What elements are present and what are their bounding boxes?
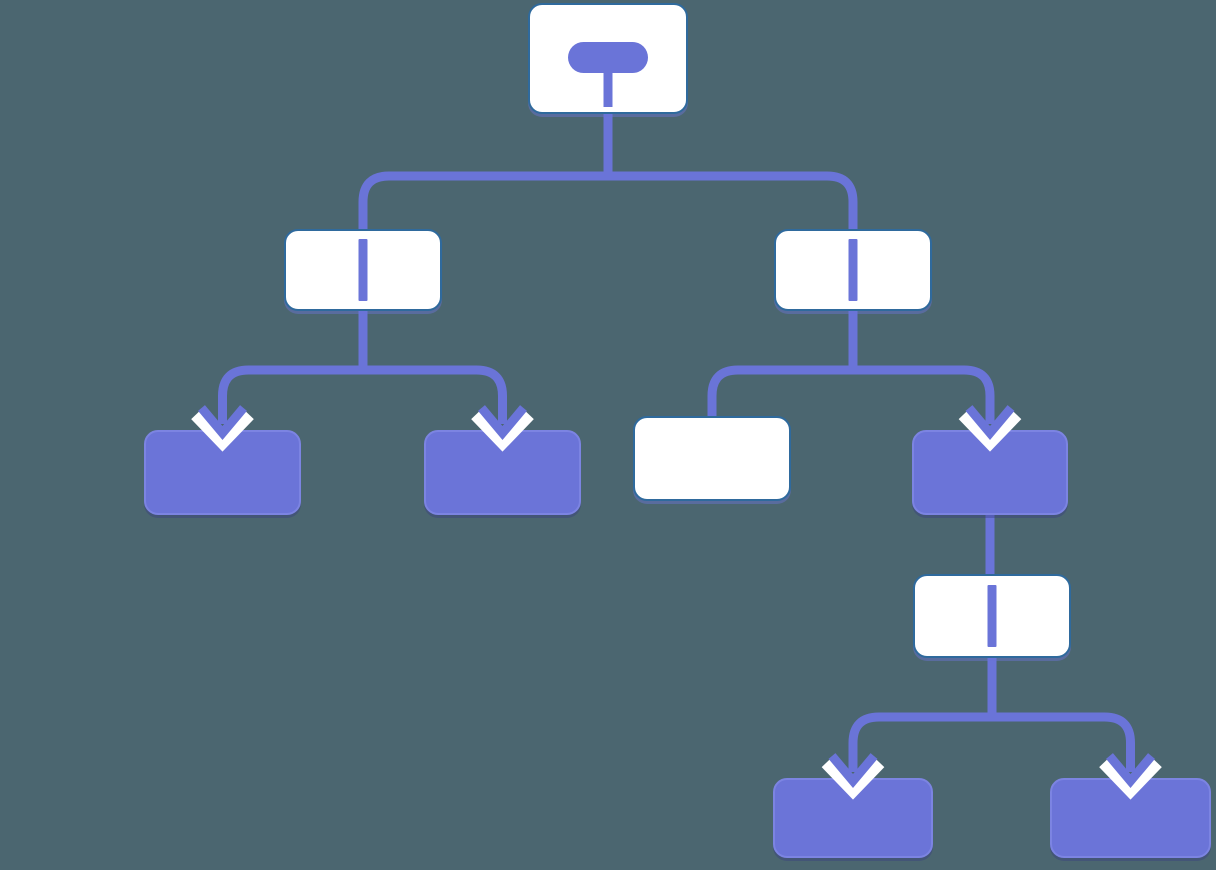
connector-rail-left-fork bbox=[218, 365, 507, 424]
node-branch-left[interactable] bbox=[284, 229, 442, 311]
node-root[interactable] bbox=[528, 3, 688, 114]
node-leaf-3[interactable] bbox=[912, 430, 1068, 515]
node-leaf-4[interactable] bbox=[773, 778, 933, 858]
node-leaf-2[interactable] bbox=[424, 430, 581, 515]
connector-rail-root-fork bbox=[358, 171, 858, 233]
node-branch-right[interactable] bbox=[774, 229, 932, 311]
node-leaf-5[interactable] bbox=[1050, 778, 1211, 858]
node-text-bar bbox=[358, 239, 368, 301]
node-child-plain[interactable] bbox=[633, 416, 791, 501]
root-topic-stem bbox=[603, 71, 613, 107]
node-text-bar bbox=[987, 585, 997, 647]
node-leaf-1[interactable] bbox=[144, 430, 301, 515]
node-subbranch[interactable] bbox=[913, 574, 1071, 658]
root-topic-pill bbox=[568, 42, 648, 73]
connector-rail-right-fork bbox=[707, 365, 995, 424]
connector-rail-bottom-fork bbox=[848, 712, 1135, 772]
node-text-bar bbox=[848, 239, 858, 301]
